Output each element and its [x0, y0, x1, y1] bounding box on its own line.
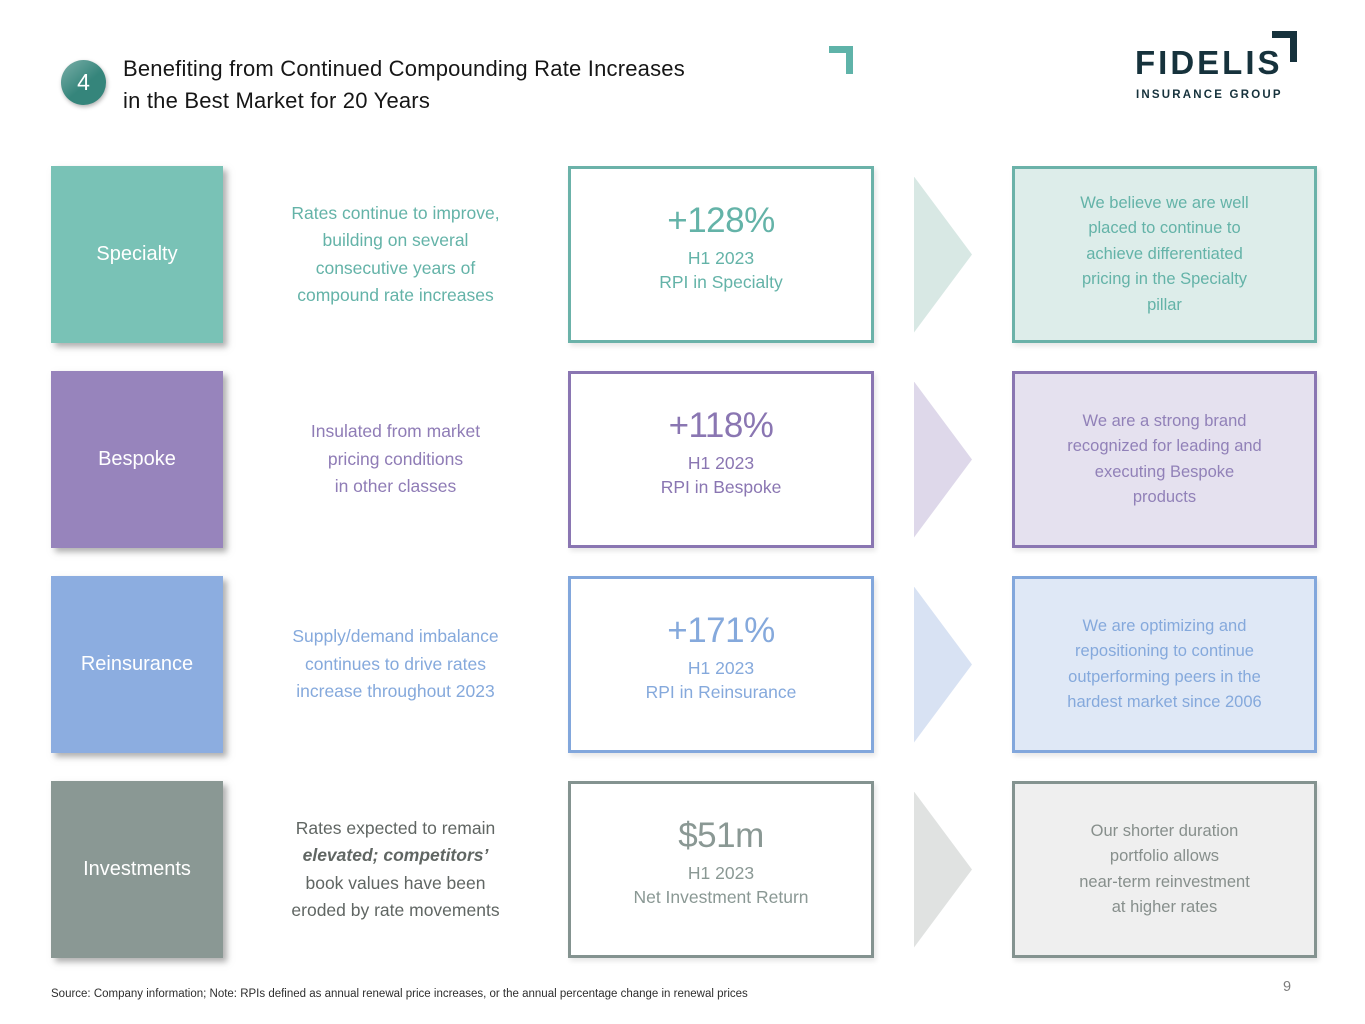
pillar-description: Insulated from market pricing conditions…	[310, 421, 481, 497]
pillar-row-bespoke: Bespoke Insulated from market pricing co…	[51, 371, 1317, 548]
conclusion-panel: We believe we are well placed to continu…	[1012, 166, 1317, 343]
logo-subtitle: INSURANCE GROUP	[1136, 89, 1283, 101]
stat-period: H1 2023	[687, 248, 755, 268]
arrow-right-icon	[914, 381, 972, 538]
pillar-description: Rates expected to remain elevated; compe…	[291, 817, 500, 921]
arrow-cell	[874, 371, 1012, 548]
conclusion-panel: We are optimizing and repositioning to c…	[1012, 576, 1317, 753]
stat-value: +171%	[667, 611, 775, 650]
pillar-description: Supply/demand imbalance continues to dri…	[292, 626, 499, 702]
stat-value: +118%	[668, 406, 774, 445]
corner-bracket-icon	[829, 46, 853, 74]
pillar-label-box: Bespoke	[51, 371, 223, 548]
pillar-row-reinsurance: Reinsurance Supply/demand imbalance cont…	[51, 576, 1317, 753]
arrow-right-icon	[914, 586, 972, 743]
logo-brand: FIDELIS	[1135, 44, 1283, 81]
stat-value: $51m	[678, 816, 764, 855]
stat-metric: Net Investment Return	[633, 887, 809, 907]
stat-period: H1 2023	[687, 658, 755, 678]
logo-corner-bracket-icon	[1272, 31, 1297, 62]
arrow-cell	[874, 166, 1012, 343]
source-note: Source: Company information; Note: RPIs …	[51, 988, 748, 1000]
page-title-line2: in the Best Market for 20 Years	[123, 87, 431, 113]
arrow-cell	[874, 576, 1012, 753]
conclusion-panel: We are a strong brand recognized for lea…	[1012, 371, 1317, 548]
stat-box: +171% H1 2023 RPI in Reinsurance	[568, 576, 874, 753]
pillar-label-box: Investments	[51, 781, 223, 958]
stat-period: H1 2023	[687, 863, 755, 883]
arrow-right-icon	[914, 176, 972, 333]
slide-number-badge: 4	[61, 60, 106, 105]
stat-metric: RPI in Bespoke	[660, 477, 782, 497]
pillar-description: Rates continue to improve, building on s…	[291, 202, 500, 306]
stat-box: +118% H1 2023 RPI in Bespoke	[568, 371, 874, 548]
pillar-rows: Specialty Rates continue to improve, bui…	[51, 166, 1317, 958]
page-number: 9	[1283, 979, 1292, 995]
pillar-label-box: Specialty	[51, 166, 223, 343]
stat-box: +128% H1 2023 RPI in Specialty	[568, 166, 874, 343]
page-title: Benefiting from Continued Compounding Ra…	[123, 53, 685, 116]
stat-box: $51m H1 2023 Net Investment Return	[568, 781, 874, 958]
stat-metric: RPI in Reinsurance	[645, 682, 797, 702]
page-title-line1: Benefiting from Continued Compounding Ra…	[123, 56, 685, 81]
pillar-row-specialty: Specialty Rates continue to improve, bui…	[51, 166, 1317, 343]
stat-period: H1 2023	[687, 453, 755, 473]
stat-metric: RPI in Specialty	[659, 272, 783, 292]
conclusion-panel: Our shorter duration portfolio allows ne…	[1012, 781, 1317, 958]
pillar-row-investments: Investments Rates expected to remain ele…	[51, 781, 1317, 958]
pillar-label-box: Reinsurance	[51, 576, 223, 753]
stat-value: +128%	[667, 201, 775, 240]
arrow-right-icon	[914, 791, 972, 948]
arrow-cell	[874, 781, 1012, 958]
